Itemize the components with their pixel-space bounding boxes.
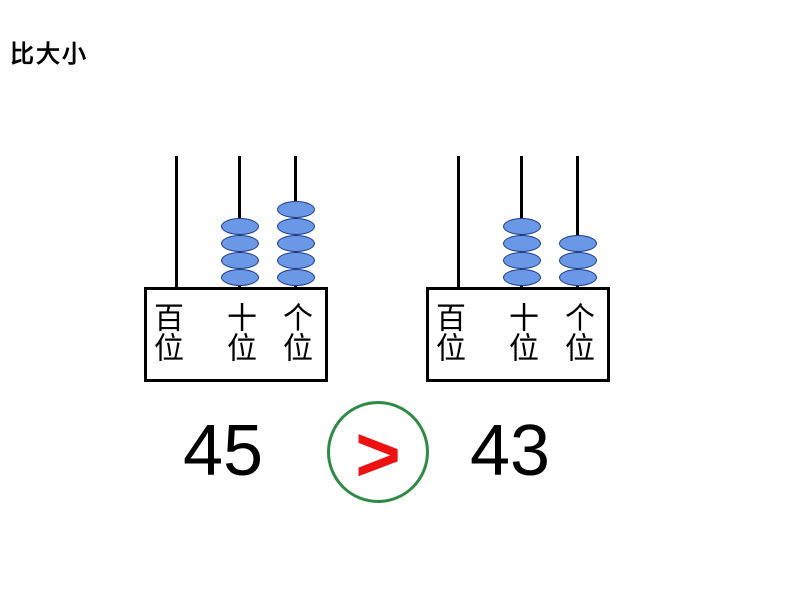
bead-ones: [276, 269, 315, 286]
rod-hundreds: [175, 156, 178, 289]
abacus-frame: 百位 十位 个位: [426, 287, 610, 382]
label-tens: 十位: [503, 302, 538, 362]
bead-ones: [558, 235, 597, 252]
bead-tens: [502, 218, 541, 235]
label-tens: 十位: [221, 302, 256, 362]
abacus-right: 百位 十位 个位: [426, 150, 610, 385]
bead-ones: [276, 235, 315, 252]
bead-ones: [558, 269, 597, 286]
rod-hundreds: [457, 156, 460, 289]
bead-tens: [220, 235, 259, 252]
bead-ones: [276, 252, 315, 269]
number-left: 45: [183, 411, 264, 491]
label-hundreds: 百位: [430, 302, 465, 362]
bead-tens: [502, 269, 541, 286]
label-ones: 个位: [559, 302, 594, 362]
label-hundreds: 百位: [148, 302, 183, 362]
bead-tens: [502, 252, 541, 269]
rod-ones: [576, 156, 579, 289]
bead-tens: [502, 235, 541, 252]
bead-ones: [276, 201, 315, 218]
number-right: 43: [470, 411, 551, 491]
bead-ones: [276, 218, 315, 235]
bead-tens: [220, 269, 259, 286]
bead-tens: [220, 218, 259, 235]
bead-tens: [220, 252, 259, 269]
bead-ones: [558, 252, 597, 269]
page-title: 比大小: [10, 40, 88, 68]
abacus-frame: 百位 十位 个位: [144, 287, 328, 382]
abacus-left: 百位 十位 个位: [144, 150, 328, 385]
comparison-circle: >: [327, 401, 429, 503]
label-ones: 个位: [277, 302, 312, 362]
comparison-sign: >: [355, 410, 401, 498]
